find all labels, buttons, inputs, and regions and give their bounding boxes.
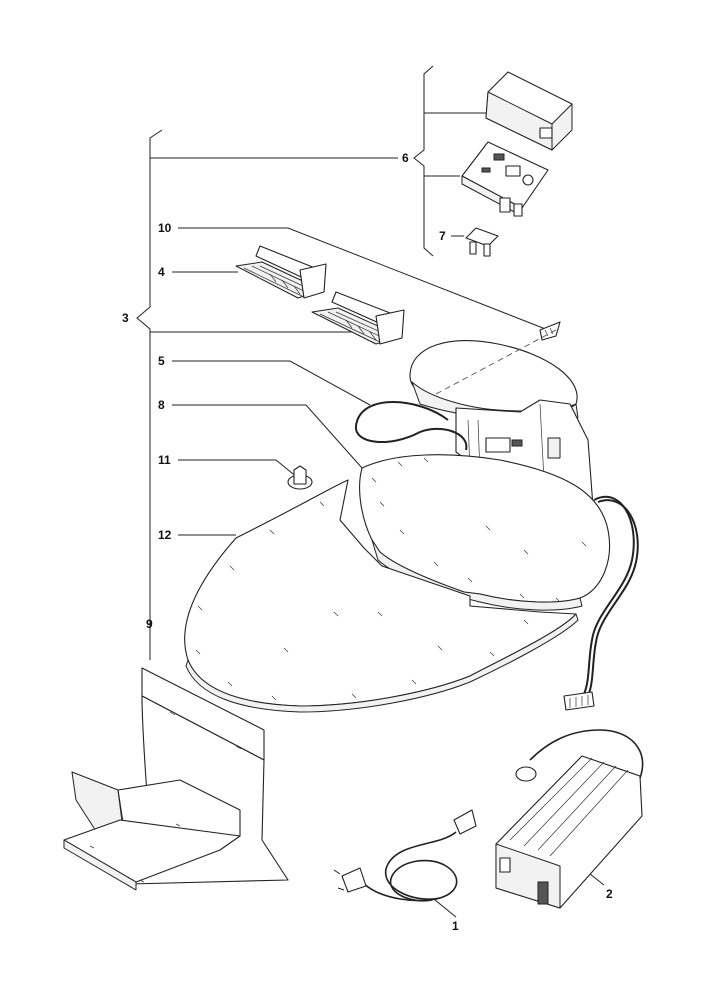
callout-1: 1: [452, 919, 459, 933]
blade-housing-upper: [235, 245, 327, 299]
bracket-6: [413, 65, 486, 257]
leader-lines: [172, 227, 605, 918]
callout-11: 11: [158, 453, 171, 467]
callout-10: 10: [158, 221, 172, 235]
charging-stand: [63, 667, 289, 891]
callout-9: 9: [146, 617, 153, 631]
low-voltage-cable: [354, 401, 639, 697]
ground-plate: [184, 479, 579, 713]
clip-part: [287, 465, 313, 490]
callout-6: 6: [402, 151, 409, 165]
control-box-cover: [485, 71, 573, 151]
callout-3: 3: [122, 311, 129, 325]
power-supply: [495, 729, 644, 909]
bracket-3: [136, 129, 398, 660]
blade-housing-lower: [311, 291, 405, 345]
callout-4: 4: [158, 265, 165, 279]
callout-12: 12: [158, 528, 172, 542]
circuit-board: [461, 141, 549, 217]
callout-8: 8: [158, 398, 165, 412]
mains-cable: [333, 809, 477, 902]
callout-7: 7: [439, 229, 446, 243]
callout-2: 2: [606, 887, 613, 901]
connector-part: [465, 227, 499, 257]
callout-5: 5: [158, 354, 165, 368]
cable-plug: [563, 691, 595, 711]
callout-labels: 1 2 3 4 5 6 7 8 9 10 11 12: [122, 151, 613, 933]
